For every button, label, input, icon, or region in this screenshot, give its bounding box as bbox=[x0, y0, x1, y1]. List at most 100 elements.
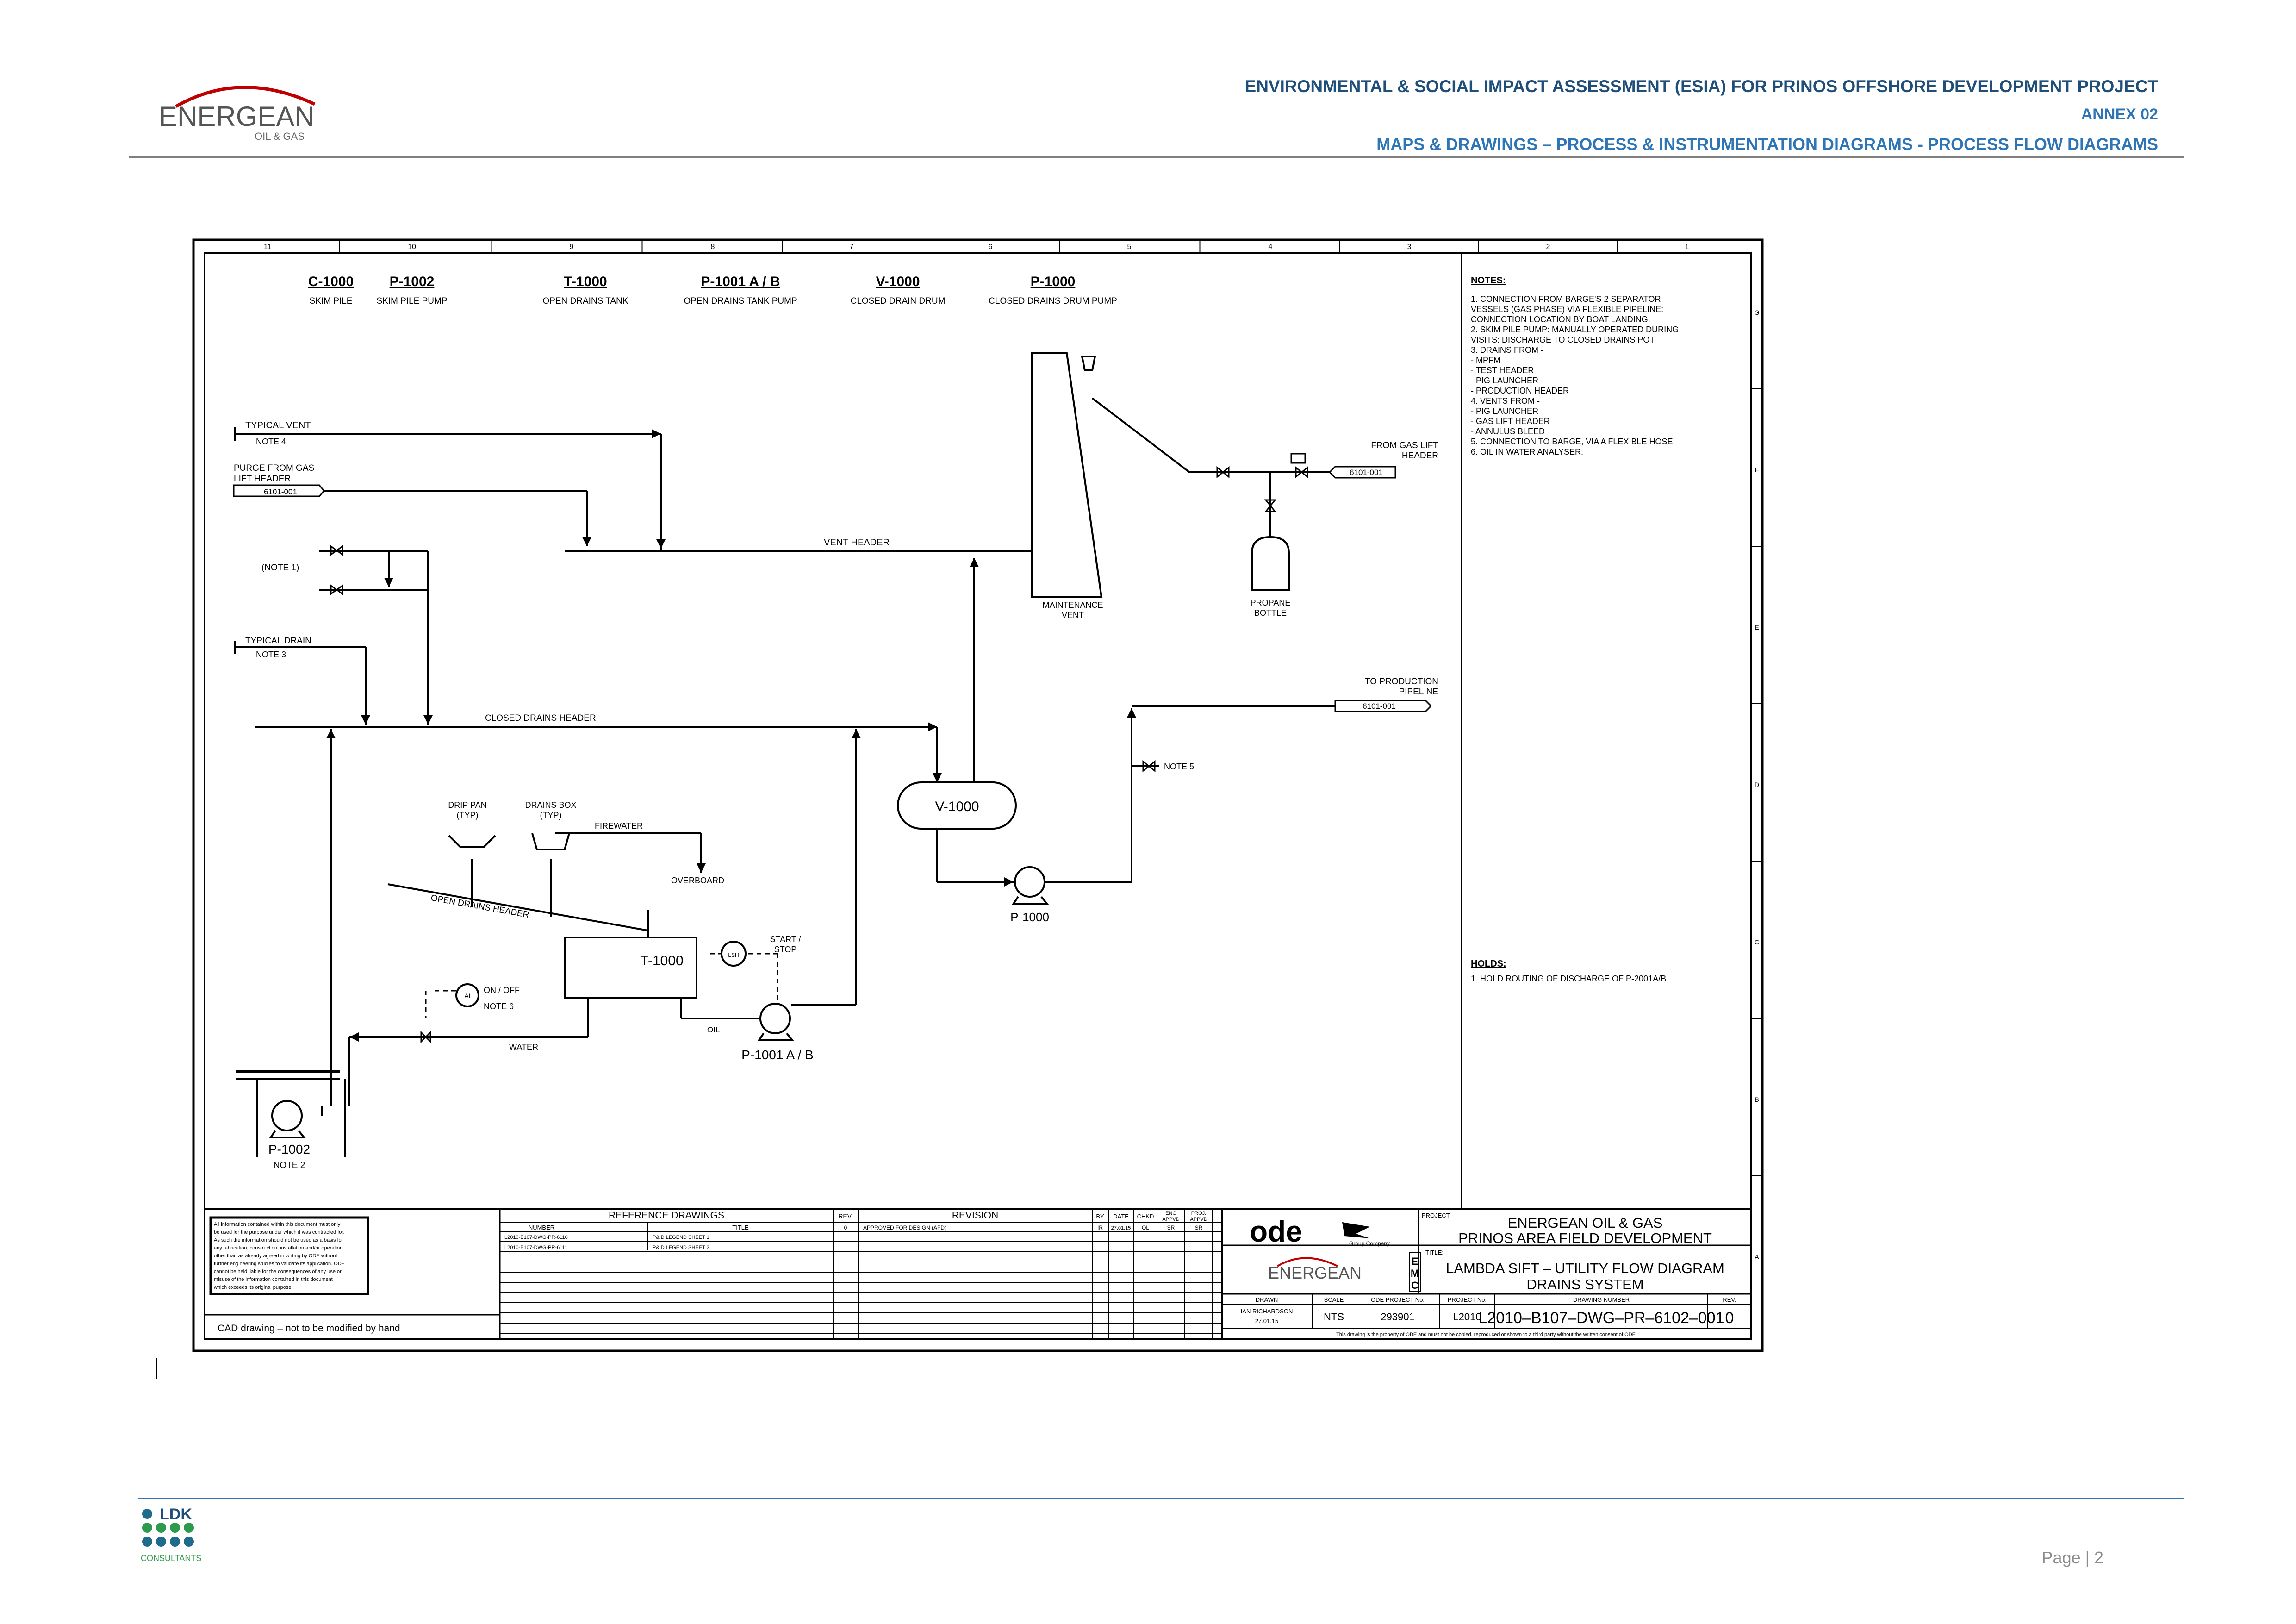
drawn-by: IAN RICHARDSON bbox=[1241, 1308, 1293, 1315]
typical-drain-label: TYPICAL DRAIN bbox=[245, 636, 311, 646]
t1000-tank bbox=[564, 937, 697, 999]
v1000-drum bbox=[897, 781, 1017, 830]
project-no-value: L2010 bbox=[1453, 1311, 1481, 1323]
note-line: CONNECTION LOCATION BY BOAT LANDING. bbox=[1471, 315, 1650, 324]
disclaimer-line: cannot be held liable for the consequenc… bbox=[214, 1269, 342, 1274]
note-line: 5. CONNECTION TO BARGE, VIA A FLEXIBLE H… bbox=[1471, 437, 1673, 446]
vent-header-label: VENT HEADER bbox=[824, 537, 890, 548]
header-divider bbox=[129, 156, 2184, 158]
p1001-label: P-1001 A / B bbox=[741, 1048, 814, 1062]
firewater-label: FIREWATER bbox=[595, 821, 643, 831]
ai-label: AI bbox=[464, 992, 470, 999]
grid-row-D: D bbox=[1755, 781, 1759, 788]
text-cursor bbox=[156, 1358, 157, 1379]
ref-title: P&ID LEGEND SHEET 1 bbox=[653, 1235, 709, 1240]
notes-block: NOTES:1. CONNECTION FROM BARGE'S 2 SEPAR… bbox=[1471, 275, 1679, 456]
note-line: - TEST HEADER bbox=[1471, 366, 1534, 375]
energean-logo: ENERGEAN OIL & GAS bbox=[159, 86, 316, 142]
holds-title: HOLDS: bbox=[1471, 959, 1506, 969]
drawing-sheet bbox=[192, 238, 1764, 1352]
hold-line: 1. HOLD ROUTING OF DISCHARGE OF P-2001A/… bbox=[1471, 974, 1668, 983]
notes-title: NOTES: bbox=[1471, 275, 1506, 286]
ldk-dots bbox=[142, 1509, 194, 1547]
note4-label: NOTE 4 bbox=[256, 437, 286, 446]
grid-col-4: 4 bbox=[1269, 243, 1273, 251]
grid-row-G: G bbox=[1755, 309, 1760, 316]
revision-desc: APPROVED FOR DESIGN (AFD) bbox=[863, 1224, 946, 1231]
scale-value: NTS bbox=[1324, 1311, 1344, 1323]
ode-wordmark: ode bbox=[1250, 1215, 1302, 1248]
offpage-connectors bbox=[233, 466, 1432, 712]
valve-propane bbox=[1264, 499, 1277, 512]
project-label: PROJECT: bbox=[1422, 1212, 1451, 1219]
disclaimer-line: other than as already agreed in writing … bbox=[214, 1253, 337, 1259]
eng-header-2: APPVD bbox=[1162, 1217, 1179, 1222]
valve-note1-b bbox=[330, 584, 343, 595]
ref-drawings-title: REFERENCE DRAWINGS bbox=[609, 1210, 724, 1221]
revision-number: 0 bbox=[844, 1224, 847, 1231]
maintenance-vent-label-1: MAINTENANCE bbox=[1042, 600, 1103, 610]
revision-date: 27.01.15 bbox=[1111, 1225, 1131, 1231]
propane-bottle-label-1: PROPANE bbox=[1251, 598, 1291, 607]
drawing-number-value: L2010–B107–DWG–PR–6102–001 bbox=[1478, 1309, 1724, 1327]
ode-subtext: Group Company bbox=[1349, 1240, 1390, 1247]
valve-water bbox=[420, 1031, 431, 1043]
vent-tip bbox=[1081, 356, 1096, 371]
revision-eng: SR bbox=[1167, 1224, 1175, 1231]
note-line: - PIG LAUNCHER bbox=[1471, 376, 1538, 385]
purge-line-number: 6101-001 bbox=[264, 487, 297, 496]
grid-row-A: A bbox=[1755, 1253, 1759, 1261]
propane-bottle bbox=[1251, 536, 1290, 591]
drawing-title-2: DRAINS SYSTEM bbox=[1526, 1276, 1643, 1293]
grid-col-3: 3 bbox=[1407, 243, 1412, 251]
ref-number: L2010-B107-DWG-PR-6110 bbox=[504, 1235, 568, 1240]
footer-divider bbox=[138, 1498, 2184, 1499]
proj-header-2: APPVD bbox=[1190, 1217, 1207, 1222]
drawing-title-1: LAMBDA SIFT – UTILITY FLOW DIAGRAM bbox=[1446, 1260, 1724, 1276]
cad-note: CAD drawing – not to be modified by hand bbox=[218, 1323, 400, 1334]
grid-col-6: 6 bbox=[989, 243, 993, 251]
drip-pan bbox=[448, 835, 496, 848]
eng-header-1: ENG bbox=[1165, 1211, 1176, 1216]
to-production-label-1: TO PRODUCTION bbox=[1365, 677, 1438, 687]
p1000-pump bbox=[1014, 866, 1045, 898]
maintenance-vent-label-2: VENT bbox=[1062, 611, 1084, 620]
grid-col-11: 11 bbox=[264, 243, 272, 251]
document-title: ENVIRONMENTAL & SOCIAL IMPACT ASSESSMENT… bbox=[1244, 77, 2158, 96]
equipment-tag: C-1000 bbox=[308, 274, 354, 289]
emc-letter: C bbox=[1411, 1280, 1419, 1291]
page-number: Page | 2 bbox=[2041, 1548, 2103, 1567]
maintenance-vent-stack bbox=[1031, 352, 1103, 598]
annex-label: ANNEX 02 bbox=[2081, 106, 2158, 123]
note-line: 4. VENTS FROM - bbox=[1471, 396, 1540, 406]
drawn-header: DRAWN bbox=[1256, 1296, 1278, 1303]
grid-row-F: F bbox=[1755, 466, 1759, 474]
gas-lift-label-1: FROM GAS LIFT bbox=[1371, 441, 1438, 450]
purge-label-1: PURGE FROM GAS bbox=[234, 463, 314, 473]
by-header: BY bbox=[1096, 1213, 1104, 1220]
equipment-desc: OPEN DRAINS TANK bbox=[542, 296, 628, 306]
rev-header: REV. bbox=[838, 1212, 852, 1220]
connector-gas-lift bbox=[1328, 466, 1396, 479]
start-stop-label-2: STOP bbox=[774, 945, 797, 954]
disclaimer-line: which exceeds its original purpose. bbox=[213, 1285, 293, 1290]
title-label: TITLE: bbox=[1425, 1249, 1444, 1256]
rev-header-2: REV. bbox=[1723, 1296, 1736, 1303]
oil-label: OIL bbox=[707, 1025, 720, 1034]
grid-col-9: 9 bbox=[570, 243, 574, 251]
equipment-shapes bbox=[271, 352, 1290, 1131]
ref-number: L2010-B107-DWG-PR-6111 bbox=[504, 1245, 567, 1250]
equipment-tag: P-1000 bbox=[1031, 274, 1076, 289]
equipment-tag: P-1001 A / B bbox=[701, 274, 780, 289]
water-label: WATER bbox=[509, 1043, 538, 1052]
reference-table-rows bbox=[500, 1231, 1222, 1334]
grid-col-10: 10 bbox=[408, 243, 416, 251]
chkd-header: CHKD bbox=[1137, 1213, 1154, 1220]
ldk-subtext: CONSULTANTS bbox=[141, 1554, 201, 1563]
note-line: - ANNULUS BLEED bbox=[1471, 427, 1545, 436]
purge-label-2: LIFT HEADER bbox=[234, 474, 291, 484]
p1002-pump bbox=[271, 1100, 303, 1131]
section-title: MAPS & DRAWINGS – PROCESS & INSTRUMENTAT… bbox=[1376, 135, 2158, 154]
